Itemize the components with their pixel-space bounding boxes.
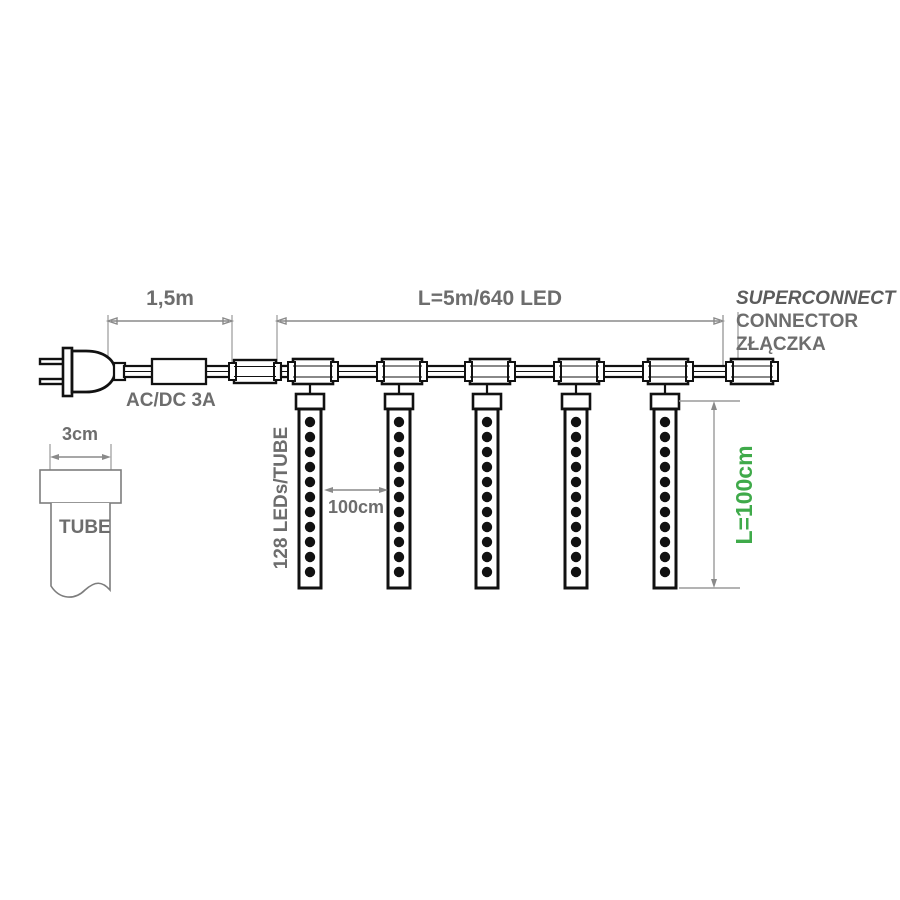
inline-transformer: [150, 357, 208, 386]
power-plug-icon: [38, 346, 127, 398]
led-tube: [471, 384, 503, 590]
led-tubes: [294, 384, 681, 590]
label-leds-per-tube-group: 128 LEDs/TUBE: [271, 427, 292, 570]
led-tube: [649, 384, 681, 590]
label-lead-length: 1,5m: [146, 287, 194, 310]
label-detail-width: 3cm: [62, 424, 98, 444]
label-detail-name: TUBE: [59, 517, 111, 538]
tube-connector: [553, 357, 605, 386]
dimension-tube-spacing: 100cm: [324, 487, 388, 517]
dimension-tube-length: L=100cm: [679, 400, 757, 589]
label-tube-spacing: 100cm: [328, 497, 384, 517]
tube-connectors: [287, 357, 694, 386]
label-tube-length: L=100cm: [731, 445, 757, 544]
label-connector-pl: ZŁĄCZKA: [736, 334, 826, 355]
led-tube: [383, 384, 415, 590]
label-power-rating: AC/DC 3A: [126, 390, 216, 411]
label-leds-per-tube: 128 LEDs/TUBE: [271, 427, 292, 570]
led-tube: [294, 384, 326, 590]
superconnect-connector: [725, 357, 779, 386]
label-total-length: L=5m/640 LED: [418, 287, 562, 310]
tube-detail-view: 3cm TUBE: [39, 424, 122, 598]
led-tube: [560, 384, 592, 590]
label-connector-brand: SUPERCONNECT: [736, 288, 897, 309]
label-connector-en: CONNECTOR: [736, 311, 858, 332]
tube-connector: [642, 357, 694, 386]
tube-connector: [464, 357, 516, 386]
dimension-total-length: L=5m/640 LED: [274, 287, 726, 375]
tube-connector: [376, 357, 428, 386]
connector-lead-end: [228, 358, 282, 385]
tube-connector: [287, 357, 339, 386]
dimension-lead-length: 1,5m: [105, 287, 235, 372]
